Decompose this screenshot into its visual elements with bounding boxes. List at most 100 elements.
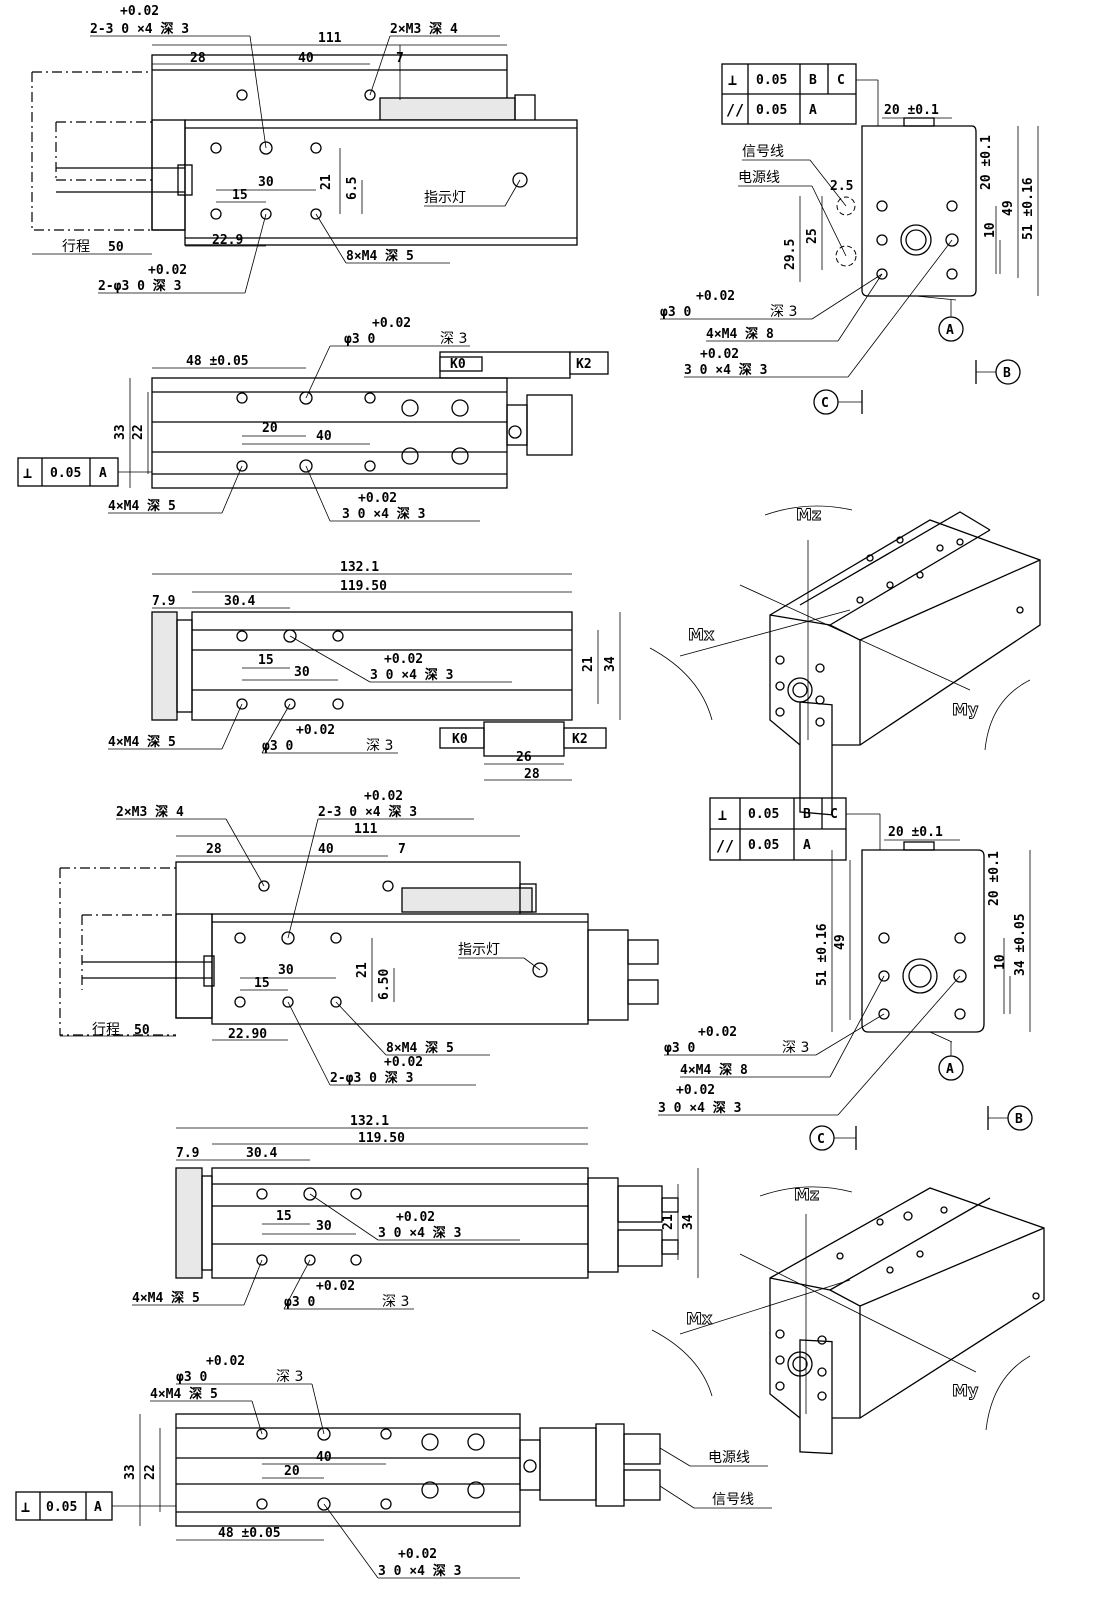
tol-plus-3: +0.02 [372,316,411,331]
moment-mx: Mx [688,625,715,644]
stroke-label: 行程 [62,239,90,255]
dim-15: 15 [232,188,248,203]
dim-51-tol-b: 51 ±0.16 [815,923,830,986]
tolerance-frame-perp-a-1: ⊥ 0.05 A [17,457,152,487]
perp-symbol: ⊥ [23,464,32,482]
dim-22-9: 22.9 [212,233,243,248]
view-end-upper: ⊥ // 0.05 0.05 B C A 20 ±0.1 20 ±0.1 49 … [660,63,1039,415]
view-top-upper: K0 K2 48 ±0.05 20 40 33 22 ⊥ 0.05 A +0.0… [17,316,609,522]
callout-m4-4x-d: 4×M4 深 5 [150,1386,218,1402]
dim-29-5: 29.5 [783,239,798,270]
tol-plus-8: +0.02 [700,347,739,362]
depth-3d: 深 3 [382,1294,409,1310]
dim-22b: 22 [143,1464,158,1480]
perp-symbol-3: ⊥ [718,806,727,824]
tol-value-6: 0.05 [46,1500,77,1515]
moment-mx-2: Mx [686,1309,713,1328]
dim-21b: 21 [581,656,596,672]
dim-28: 28 [190,51,206,66]
label-k2-b: K2 [572,732,588,747]
view-bottom-upper: 132.1 119.50 7.9 30.4 15 30 21 34 K0 K2 … [108,560,621,782]
holes-bottom-upper [236,629,344,710]
dim-10: 10 [983,222,998,238]
dim-stroke-50b: 50 [134,1023,150,1038]
view-side-lower: 111 28 40 7 30 15 21 6.50 22.90 行程 50 2×… [59,789,659,1086]
dim-40: 40 [298,51,314,66]
tol-plus-14: +0.02 [676,1083,715,1098]
dim-49: 49 [1001,200,1016,216]
dim-26: 26 [516,750,532,765]
callout-m3-b: 2×M3 深 4 [116,804,184,820]
dim-25: 25 [805,228,820,244]
dim-111: 111 [318,31,342,46]
moment-my: My [952,700,979,719]
moment-mz-2: Mz [794,1185,819,1204]
holes-end-lower [878,932,967,1020]
dim-30-4b: 30.4 [246,1146,277,1161]
datum-c-letter-2: C [817,1132,825,1147]
callout-m4-d8-a: 4×M4 深 8 [706,326,774,342]
signal-line-label-2: 信号线 [712,1492,754,1508]
label-k0: K0 [450,357,466,372]
base-lower [211,913,589,1025]
dim-28c: 28 [206,842,222,857]
callout-m4-4x-a: 4×M4 深 5 [108,498,176,514]
parallel-symbol-2: // [716,837,734,855]
dim-40d: 40 [316,1450,332,1465]
depth-3f: 深 3 [276,1369,303,1385]
indicator-label: 指示灯 [424,190,466,206]
holes-side-lower [234,880,548,1008]
callout-holes-3x4-a: 3 0 ×4 深 3 [342,506,425,522]
top-body-lower [175,1413,521,1527]
dim-20-tol-v: 20 ±0.1 [979,135,994,190]
callout-holes-3x4-e: 3 0 ×4 深 3 [658,1100,741,1116]
depth-3e: 深 3 [782,1040,809,1056]
tol-plus-6: +0.02 [296,723,335,738]
datum-c-letter: C [821,396,829,411]
callout-phi3-f: φ3 0 [664,1041,695,1056]
tolerance-frame-lower: ⊥ // 0.05 0.05 B C A [709,797,881,861]
holes-bottom-lower [256,1187,362,1266]
holes-upper [210,89,528,220]
tol-plus-12: +0.02 [316,1279,355,1294]
callout-m4-8x-b: 8×M4 深 5 [386,1040,454,1056]
dim-30c: 30 [278,963,294,978]
dim-7-9: 7.9 [152,594,175,609]
callout-holes-3x4-f: 3 0 ×4 深 3 [378,1563,461,1579]
callout-phi3-e: φ3 0 [284,1295,315,1310]
tol-plus-13: +0.02 [698,1025,737,1040]
label-k0-b: K0 [452,732,468,747]
datum-ref: A [99,466,107,481]
dim-7-9b: 7.9 [176,1146,199,1161]
callout-m4-4x-c: 4×M4 深 5 [132,1290,200,1306]
tol-plus-10: +0.02 [384,1055,423,1070]
dim-stroke-50: 50 [108,240,124,255]
callout-m4-d8-b: 4×M4 深 8 [680,1062,748,1078]
tol-plus-11: +0.02 [396,1210,435,1225]
parallel-symbol: // [726,101,744,119]
datum-c-ref-2: C [830,807,838,822]
datum-a-ref: A [809,103,817,118]
dim-21: 21 [319,174,334,190]
dim-34-tol: 34 ±0.05 [1013,913,1028,976]
tol-value-3: 0.05 [756,103,787,118]
callout-m4-8x: 8×M4 深 5 [346,248,414,264]
datum-c-ref: C [837,73,845,88]
dim-48b: 48 ±0.05 [218,1526,281,1541]
dim-15d: 15 [276,1209,292,1224]
dim-111b: 111 [354,822,378,837]
tol-value-5: 0.05 [748,838,779,853]
dim-34: 34 [603,656,618,672]
dim-119-50: 119.50 [340,579,387,594]
callout-holes-2x3: 2-3 0 ×4 深 3 [90,21,189,37]
tol-plus-16: +0.02 [398,1547,437,1562]
dim-22-90: 22.90 [228,1027,267,1042]
dim-48: 48 ±0.05 [186,354,249,369]
dim-7b: 7 [398,842,406,857]
datum-b-ref-2: B [803,807,811,822]
end-face-upper [861,125,977,297]
datum-b-letter: B [1003,366,1011,381]
callout-phi3-b: φ3 0 [344,332,375,347]
callout-holes-3x4-c: 3 0 ×4 深 3 [684,362,767,378]
